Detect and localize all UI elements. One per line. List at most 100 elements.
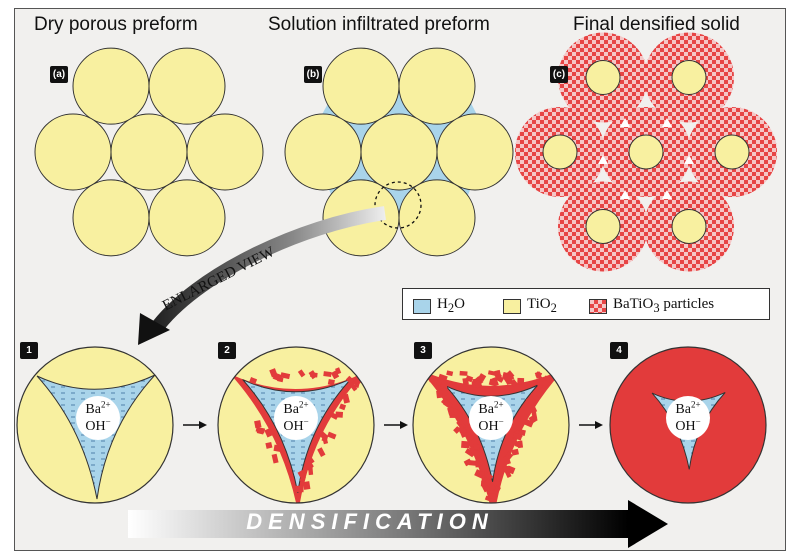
batio3-particle [447, 406, 455, 416]
batio3-particle [442, 399, 453, 409]
batio3-particle [317, 447, 326, 457]
batio3-particle [330, 370, 340, 380]
batio3-particle [480, 481, 487, 487]
ion-label-2: Ba2+ OH− [274, 396, 318, 440]
step-label-3: 3 [414, 342, 432, 359]
ba-text: Ba [675, 402, 691, 417]
legend-tio2-text: TiO [527, 296, 551, 312]
batio3-particle [255, 426, 266, 434]
ba-text: Ba [283, 402, 299, 417]
oh-text: OH [283, 419, 304, 434]
batio3-particle [327, 431, 337, 440]
batio3-particle [475, 460, 481, 468]
label-b: (b) [304, 66, 322, 83]
tio2-particle-7 [398, 179, 476, 257]
tio2-core-1 [585, 60, 621, 96]
batio3-particle [503, 465, 511, 473]
step-1-outline [16, 346, 174, 504]
batio3-particle [438, 386, 449, 398]
tio2-particle-5 [436, 113, 514, 191]
densification-label: DENSIFICATION [246, 509, 494, 534]
batio3-particle [535, 390, 543, 398]
batio3-particle [459, 370, 468, 376]
batio3-particle [525, 395, 536, 406]
legend-batio3-sub: 3 [653, 301, 660, 315]
batio3-particle [339, 403, 347, 411]
batio3-particle [493, 370, 503, 380]
batio3-particle [305, 461, 314, 470]
batio3-particle [302, 481, 311, 490]
batio3-particle [321, 435, 329, 445]
batio3-particle [528, 414, 538, 424]
batio3-particle [345, 375, 355, 385]
tio2-particle-3 [34, 113, 112, 191]
densification-head [628, 500, 668, 548]
densified-solid [515, 32, 777, 272]
tio2-particle-4 [360, 113, 438, 191]
ba-charge: 2+ [493, 399, 504, 410]
batio3-particle [327, 378, 335, 386]
batio3-particle [483, 471, 494, 481]
batio3-particle [269, 368, 278, 378]
batio3-particle [461, 440, 471, 449]
step-arrowhead-2 [400, 421, 408, 429]
batio3-particle [429, 376, 439, 385]
oh-text: OH [85, 419, 106, 434]
batio3-particle [506, 372, 515, 381]
batio3-particle [494, 473, 503, 482]
batio3-particle [503, 455, 511, 465]
batio3-particle [446, 370, 454, 377]
ba-charge: 2+ [298, 399, 309, 410]
step-label-1: 1 [20, 342, 38, 359]
batio3-particle [477, 373, 487, 382]
tio2-core-3 [542, 134, 578, 170]
batio3-particle [295, 485, 304, 493]
batio3-particle [254, 420, 262, 429]
tio2-particle-1 [72, 47, 150, 125]
batio3-particle [479, 471, 485, 476]
batio3-particle [466, 434, 475, 442]
legend-tio2-sub: 2 [550, 301, 557, 315]
batio3-particle [534, 371, 542, 379]
batio3-particle [352, 375, 362, 386]
pore-6 [662, 190, 672, 199]
batio3-particle [487, 492, 497, 500]
batio3-particle [297, 469, 306, 479]
batio3-particle [473, 379, 483, 389]
batio3-particle [271, 453, 279, 464]
densification-shaft [128, 510, 628, 538]
tio2-particle-2 [148, 47, 226, 125]
tio2-particle-7 [148, 179, 226, 257]
legend-item-tio2: TiO2 [503, 296, 557, 315]
pore-4 [684, 155, 694, 164]
pore-1 [620, 118, 630, 127]
batio3-particle [323, 371, 332, 378]
batio3-particle [490, 377, 498, 386]
h2o-swatch [413, 298, 431, 314]
tio2-core-4 [628, 134, 664, 170]
label-a: (a) [50, 66, 68, 83]
batio3-particle [264, 427, 274, 438]
ion-label-4: Ba2+ OH− [666, 396, 710, 440]
batio3-particle [472, 443, 481, 451]
batio3-particle [462, 377, 469, 386]
enlarge-circle-icon [374, 181, 422, 229]
ba-text: Ba [478, 402, 494, 417]
batio3-particle [517, 377, 525, 386]
batio3-particle [342, 393, 350, 404]
oh-text: OH [478, 419, 499, 434]
legend-h2o-text: H [437, 296, 448, 312]
legend-batio3-after: particles [659, 296, 715, 312]
batio3-particle [502, 371, 509, 380]
batio3-particle [265, 441, 273, 449]
batio3-particle [449, 412, 457, 418]
batio3-particle [511, 448, 519, 456]
oh-charge: − [303, 416, 309, 427]
batio3-particle [541, 379, 550, 388]
ba-text: Ba [85, 402, 101, 417]
tio2-particle-3 [284, 113, 362, 191]
enlarged-view-arrow [138, 206, 386, 345]
step-arrowhead-3 [595, 421, 603, 429]
